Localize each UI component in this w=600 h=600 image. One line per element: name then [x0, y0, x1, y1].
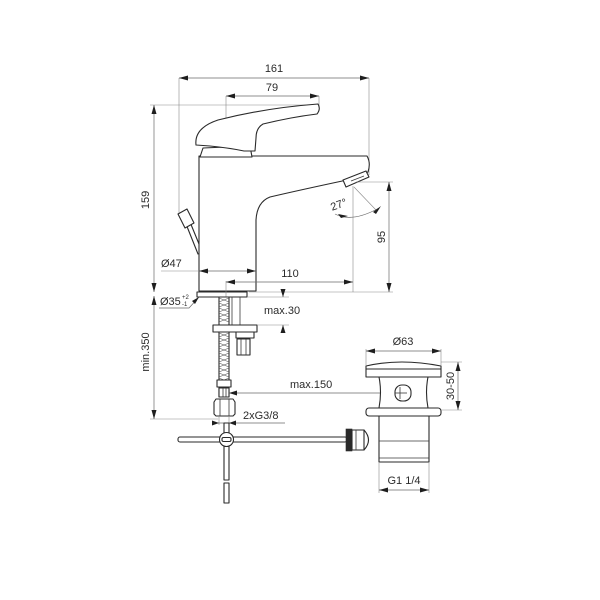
connection-nut [213, 398, 236, 417]
dimension-waste-adjust-range: 30-50 [441, 361, 462, 411]
overall-height-label: 159 [140, 191, 152, 209]
hole-tolerance-lower: -1 [182, 302, 188, 308]
horizontal-pivot-rod [177, 436, 348, 443]
vertical-lift-rod [223, 422, 230, 481]
waste-flange [365, 407, 442, 417]
body-diameter-label: Ø47 [161, 258, 182, 270]
hose-ferrule [216, 379, 232, 388]
dimension-max-deck-thickness: max.30 [247, 289, 300, 333]
under-deck-assembly [212, 296, 258, 417]
waste-lower-body [378, 415, 430, 463]
dimension-min-hose-length: min.350 [140, 296, 218, 420]
popup-waste [365, 361, 442, 463]
dimension-waste-diameter: Ø63 [365, 336, 442, 366]
waste-thread-label: G1 1/4 [387, 475, 420, 487]
pivot-nut-thread [345, 428, 353, 452]
dimension-body-diameter: Ø47 [161, 258, 256, 274]
dimension-lever-length: 79 [225, 82, 320, 120]
hole-diameter-label: Ø35 [160, 296, 181, 308]
lever-length-label: 79 [266, 82, 278, 94]
popup-linkage [177, 422, 370, 504]
spout-reach-label: 110 [281, 268, 299, 280]
popup-rod-knob [177, 208, 200, 255]
waste-adjust-range-label: 30-50 [445, 372, 457, 400]
overall-width-label: 161 [265, 63, 283, 75]
dimension-hole-diameter: Ø35 +2 -1 [159, 295, 200, 309]
faucet-spout-body [198, 155, 370, 292]
hole-tolerance-upper: +2 [182, 295, 190, 301]
lever-handle [195, 103, 320, 152]
spout-angle-label: 27° [329, 197, 349, 214]
max-rod-distance-label: max.150 [290, 379, 332, 391]
waste-diameter-label: Ø63 [393, 336, 414, 348]
connection-thread-label: 2xG3/8 [243, 410, 278, 422]
dimension-max-rod-distance: max.150 [229, 379, 405, 396]
max-deck-thickness-label: max.30 [264, 305, 300, 317]
min-hose-length-label: min.350 [140, 332, 152, 371]
dimension-spout-reach: 110 [225, 268, 353, 300]
dimension-overall-width: 161 [178, 63, 370, 215]
dimension-spout-height: 95 [249, 181, 393, 293]
dimension-waste-thread: G1 1/4 [378, 462, 430, 493]
waste-cap [365, 361, 442, 370]
spout-height-label: 95 [376, 231, 388, 243]
dimension-spout-angle: 27° [329, 186, 381, 292]
dimension-overall-height: 159 [140, 104, 318, 292]
fixing-plate [212, 324, 258, 333]
faucet-base-ring [196, 291, 248, 298]
faucet-body [177, 103, 370, 298]
fixing-nut [236, 338, 251, 356]
